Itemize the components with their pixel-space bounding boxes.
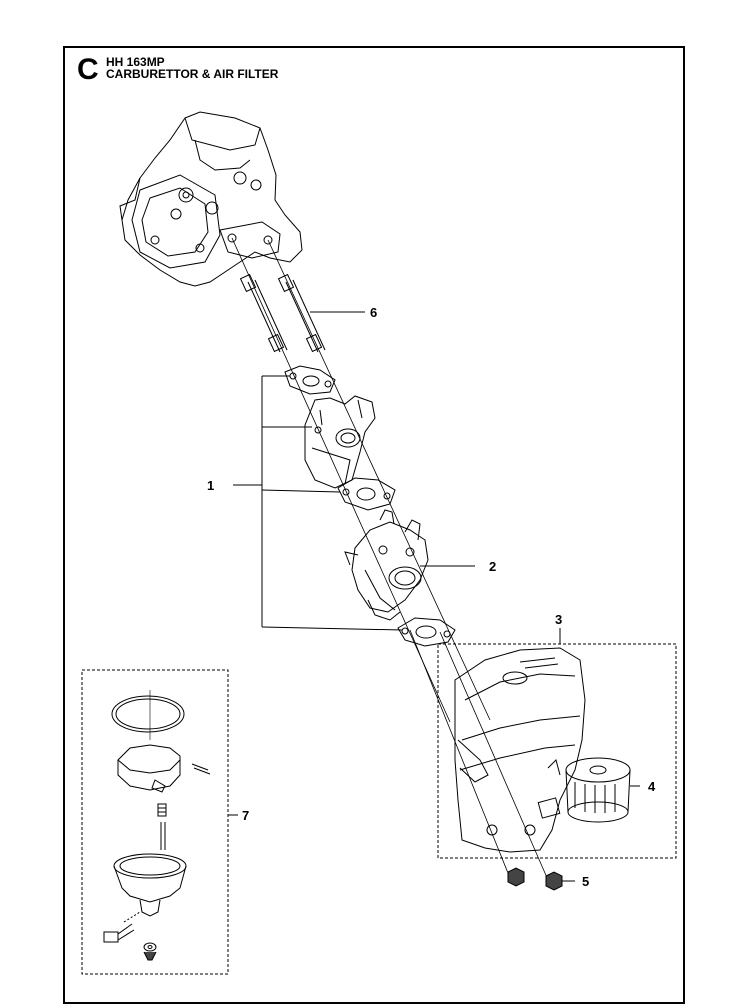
callout-label: 4 [648, 779, 656, 794]
section-title: CARBURETTOR & AIR FILTER [106, 67, 279, 81]
diagram-frame [63, 46, 685, 1004]
air-filter-group-box [437, 643, 677, 859]
carburettor [344, 509, 429, 621]
gasket-middle [337, 477, 396, 511]
group-7-parts [103, 690, 211, 961]
studs [239, 273, 326, 353]
callout-1-bracket [233, 375, 403, 631]
callout-label: 3 [555, 612, 562, 627]
alignment-lines [231, 237, 549, 881]
group-7-box [81, 669, 229, 975]
filter-element [565, 757, 631, 823]
cylinder-head [119, 111, 303, 287]
nuts [507, 867, 563, 891]
callout-label: 5 [582, 874, 589, 889]
air-filter-housing [454, 647, 586, 853]
gasket-top [284, 365, 336, 395]
callout-label: 7 [242, 808, 249, 823]
insulator [304, 395, 376, 489]
callout-label: 6 [370, 305, 377, 320]
callout-label: 1 [207, 478, 214, 493]
gasket-lower [397, 617, 456, 647]
model-title: HH 163MP [106, 55, 165, 69]
callout-label: 2 [489, 559, 496, 574]
section-letter: C [77, 53, 99, 86]
